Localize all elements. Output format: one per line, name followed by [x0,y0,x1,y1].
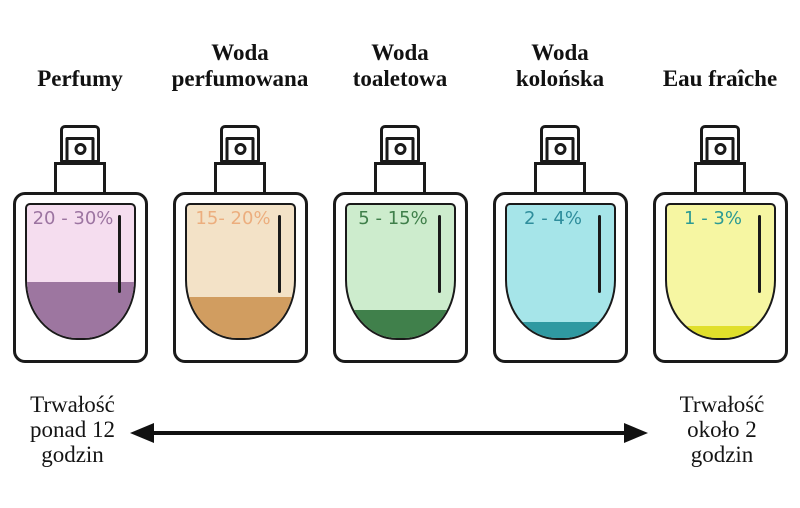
shine-line [597,215,601,293]
column-title: Woda kolońska [480,30,640,92]
bottle-neck [374,162,426,192]
bottle-neck [534,162,586,192]
bottle-columns: Perfumy 20 - 30% [0,30,800,363]
liquid-fill [346,310,454,338]
nozzle-hole-icon [714,143,726,155]
durability-label-right: Trwałość około 2 godzin [648,392,796,467]
shine-line [117,215,121,293]
bottle-body: 15- 20% [172,192,308,363]
column-title-line: Woda [371,40,429,65]
nozzle-plate [385,137,415,160]
bottle-body: 1 - 3% [652,192,788,363]
spray-nozzle [540,125,580,163]
liquid-fill [186,296,294,338]
liquid: 1 - 3% [664,203,776,340]
durability-label-line: Trwałość [30,392,115,417]
durability-label-line: ponad 12 [30,417,115,442]
arrow-right-icon [624,423,648,443]
column-perfumy: Perfumy 20 - 30% [0,30,160,363]
column-woda-perfumowana: Woda perfumowana 15- 20% [160,30,320,363]
column-title: Perfumy [0,30,160,92]
perfume-bottle: 5 - 15% [332,120,468,363]
bottle-neck [694,162,746,192]
bottle-neck [214,162,266,192]
concentration-label: 20 - 30% [32,208,114,229]
liquid: 15- 20% [184,203,296,340]
column-woda-kolonska: Woda kolońska 2 - 4% [480,30,640,363]
liquid-fill [666,326,774,338]
column-title: Woda perfumowana [160,30,320,92]
column-title-line: Perfumy [37,66,123,91]
concentration-label: 5 - 15% [358,208,428,229]
column-title: Eau fraîche [640,30,800,92]
nozzle-hole-icon [394,143,406,155]
concentration-label: 1 - 3% [684,208,742,229]
liquid-fill [26,282,134,338]
column-title: Woda toaletowa [320,30,480,92]
shine-line [277,215,281,293]
perfume-bottle: 15- 20% [172,120,308,363]
durability-label-line: Trwałość [679,392,765,417]
column-eau-fraiche: Eau fraîche 1 - 3% [640,30,800,363]
liquid: 5 - 15% [344,203,456,340]
shine-line [757,215,761,293]
perfume-bottle: 1 - 3% [652,120,788,363]
spray-nozzle [700,125,740,163]
nozzle-plate [705,137,735,160]
column-title-line: Eau fraîche [662,66,778,91]
bottle-body: 20 - 30% [12,192,148,363]
column-title-line: Woda [211,40,269,65]
bottle-body: 5 - 15% [332,192,468,363]
durability-label-line: godzin [690,442,754,467]
nozzle-plate [545,137,575,160]
column-title-line: perfumowana [171,66,309,91]
durability-label-line: około 2 [687,417,757,442]
perfume-bottle: 2 - 4% [492,120,628,363]
arrow-left-icon [130,423,154,443]
nozzle-plate [225,137,255,160]
durability-label-line: godzin [41,442,104,467]
spray-nozzle [220,125,260,163]
concentration-label: 2 - 4% [524,208,582,229]
duration-double-arrow [130,421,648,445]
nozzle-hole-icon [234,143,246,155]
column-title-line: Woda [531,40,589,65]
spray-nozzle [380,125,420,163]
nozzle-plate [65,137,95,160]
column-woda-toaletowa: Woda toaletowa 5 - 15% [320,30,480,363]
nozzle-hole-icon [554,143,566,155]
arrow-shaft [144,431,634,435]
durability-label-left: Trwałość ponad 12 godzin [5,392,140,467]
concentration-label: 15- 20% [195,208,271,229]
nozzle-hole-icon [74,143,86,155]
bottle-neck [54,162,106,192]
perfume-bottle: 20 - 30% [12,120,148,363]
column-title-line: kolońska [515,66,605,91]
bottle-body: 2 - 4% [492,192,628,363]
spray-nozzle [60,125,100,163]
liquid: 20 - 30% [24,203,136,340]
column-title-line: toaletowa [352,66,448,91]
liquid-fill [506,322,614,338]
shine-line [437,215,441,293]
liquid: 2 - 4% [504,203,616,340]
